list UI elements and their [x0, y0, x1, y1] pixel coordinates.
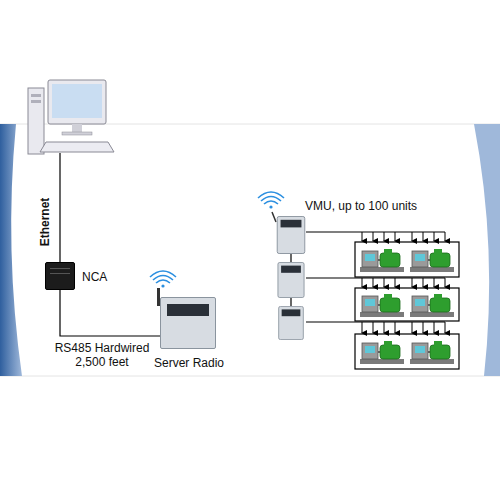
slide-edge: [0, 376, 500, 377]
sensor-drop: [373, 232, 374, 241]
sensor-drop: [395, 322, 396, 333]
sensor-drop: [423, 322, 424, 333]
sensor-wire: [306, 231, 445, 232]
sensor-drop: [412, 278, 413, 287]
node-label: NCA: [82, 270, 107, 284]
sensor-drop: [412, 232, 413, 241]
vmu-device: [278, 262, 304, 297]
nca-box: NCA: [45, 262, 75, 290]
machine-group: [355, 242, 459, 277]
sensor-drop: [384, 278, 385, 287]
side-band: [0, 124, 22, 376]
vmu-device: [272, 212, 305, 254]
wifi-icon: [150, 271, 176, 288]
antenna: [157, 288, 160, 306]
machine-group: [355, 334, 459, 369]
computer-icon: [28, 80, 114, 154]
sensor-drop: [423, 278, 424, 287]
device-grille: [50, 268, 70, 274]
sensor-drop: [434, 232, 435, 241]
sensor-drop: [412, 322, 413, 333]
machine-group: [355, 288, 459, 321]
sensor-wire: [306, 277, 445, 278]
side-band: [474, 124, 500, 376]
sensor-drop: [362, 278, 363, 287]
vmu-device: [279, 306, 304, 339]
sensor-drop: [434, 278, 435, 287]
sensor-drop: [445, 232, 446, 241]
ethernet-wire: [59, 153, 60, 262]
node-label: Server Radio: [154, 356, 224, 370]
sensor-drop: [445, 322, 446, 333]
vmu-label: VMU, up to 100 units: [305, 199, 417, 213]
sensor-drop: [434, 322, 435, 333]
wifi-icon: [258, 192, 284, 209]
sensor-wire: [306, 321, 445, 322]
device-display: [167, 304, 209, 316]
sensor-drop: [423, 232, 424, 241]
sensor-drop: [395, 278, 396, 287]
ethernet-label: Ethernet: [38, 198, 52, 247]
server-radio: Server Radio: [160, 297, 216, 349]
sensor-drop: [445, 278, 446, 287]
sensor-drop: [362, 322, 363, 333]
sensor-drop: [362, 232, 363, 241]
sensor-drop: [373, 278, 374, 287]
rs485-connector: [60, 290, 160, 336]
sensor-drop: [373, 322, 374, 333]
vmu-link: [290, 254, 291, 262]
sensor-drop: [384, 232, 385, 241]
sensor-drop: [395, 232, 396, 241]
sensor-drop: [384, 322, 385, 333]
edge-label: RS485 Hardwired 2,500 feet: [48, 341, 156, 369]
sensor-wires: [306, 232, 445, 333]
vmu-link: [290, 298, 291, 306]
